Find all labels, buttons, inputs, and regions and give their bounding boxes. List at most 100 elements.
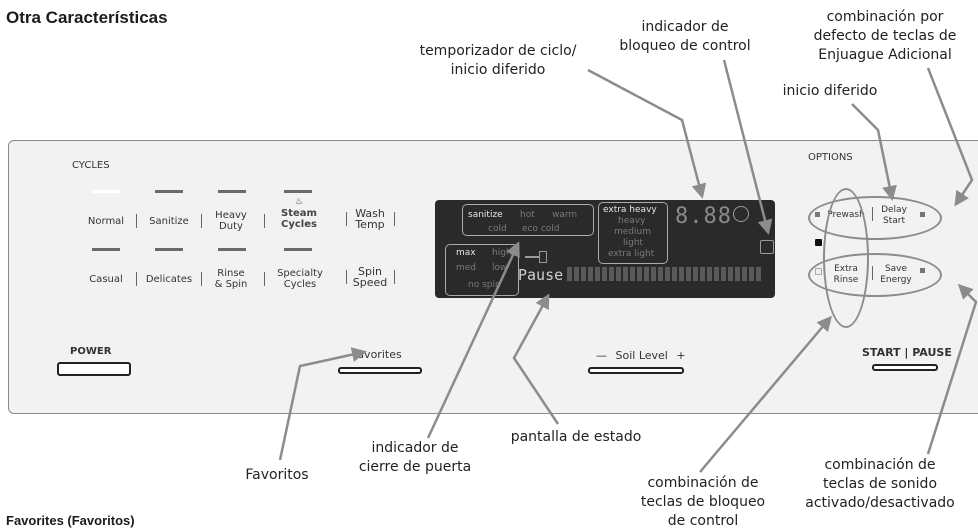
power-button[interactable] [57, 362, 131, 376]
temp-sanitize: sanitize [468, 210, 503, 220]
temp-warm: warm [552, 210, 578, 220]
page-title: Otra Características [6, 8, 168, 27]
temp-group [462, 204, 594, 236]
button-line: Duty [219, 221, 243, 232]
soil-heavy: heavy [618, 216, 646, 226]
soil-medium: medium [614, 227, 651, 237]
cycle-button-steam[interactable]: ♨ Steam Cycles [276, 197, 322, 230]
spin-low: low [492, 263, 508, 273]
soil-level-control: — Soil Level + [596, 350, 686, 361]
steam-icon: ♨ [294, 197, 304, 207]
door-lock-icon-body [539, 251, 547, 263]
callout-line: bloqueo de control [619, 38, 751, 54]
soil-minus: — [596, 349, 607, 362]
door-lock-icon [525, 256, 539, 258]
spin-med: med [456, 263, 477, 273]
spin-max: max [456, 248, 476, 258]
button-line: Cycles [283, 279, 317, 290]
start-pause-button[interactable] [872, 364, 938, 371]
separator [264, 272, 265, 286]
cycle-button-heavy-duty[interactable]: Heavy Duty [208, 210, 254, 232]
callout-line: indicador de [371, 440, 459, 456]
cycle-indicator-normal [92, 190, 120, 193]
oval-highlight-lock-combo [823, 188, 869, 328]
spin-speed-button[interactable]: Spin Speed [350, 266, 390, 288]
button-line: Cycles [281, 219, 317, 230]
callout-delay-start: inicio diferido [782, 83, 878, 99]
button-line: Steam [281, 208, 317, 219]
soil-extra-heavy: extra heavy [603, 205, 657, 215]
callout-cycle-timer: temporizador de ciclo/ inicio diferido [398, 42, 598, 80]
callout-line: defecto de teclas de [813, 28, 957, 44]
soil-level-button[interactable] [588, 367, 684, 374]
separator [346, 270, 347, 284]
callout-line: teclas de sonido [822, 476, 938, 492]
cycle-button-specialty[interactable]: Specialty Cycles [270, 268, 330, 290]
cycle-button-normal[interactable]: Normal [87, 216, 125, 227]
separator [136, 214, 137, 228]
clock-icon [733, 206, 749, 222]
cycle-indicator-sanitize [155, 190, 183, 193]
callout-line: combinación de [647, 475, 759, 491]
time-readout: 8.88 [675, 204, 732, 229]
callout-line: temporizador de ciclo/ [419, 43, 577, 59]
cycle-indicator-casual [92, 248, 120, 251]
soil-plus: + [676, 349, 686, 362]
callout-favorites: Favoritos [245, 467, 309, 483]
separator [264, 214, 265, 228]
callout-line: combinación por [826, 9, 944, 25]
callout-status-display: pantalla de estado [510, 429, 642, 445]
status-text: Pause [518, 266, 564, 284]
status-display-panel [435, 200, 775, 298]
soil-group [598, 202, 668, 264]
callout-line: teclas de bloqueo [640, 494, 766, 510]
callout-control-lock-indicator: indicador de bloqueo de control [610, 18, 760, 56]
separator [201, 214, 202, 228]
button-line: Temp [355, 218, 385, 231]
callout-line: indicador de [641, 19, 729, 35]
callout-line: Enjuague Adicional [818, 47, 952, 63]
start-pause-label: START | PAUSE [862, 346, 952, 359]
button-line: Speed [352, 276, 388, 289]
button-line: Spin [358, 265, 382, 278]
cycle-button-sanitize[interactable]: Sanitize [149, 216, 189, 227]
button-line: Wash [355, 207, 385, 220]
soil-level-label: Soil Level [615, 349, 668, 362]
spin-group [445, 244, 519, 296]
spin-no-spin: no spin [468, 280, 501, 290]
button-line: Specialty [277, 268, 323, 279]
favorites-label: Favorites [352, 348, 402, 361]
callout-line: cierre de puerta [358, 459, 472, 475]
cycle-button-rinse-spin[interactable]: Rinse & Spin [208, 268, 254, 290]
callout-line: combinación de [824, 457, 936, 473]
soil-light: light [623, 238, 643, 248]
oval-highlight-top-options [808, 196, 942, 240]
favorites-button[interactable] [338, 367, 422, 374]
cycle-indicator-delicates [155, 248, 183, 251]
cycle-button-casual[interactable]: Casual [89, 274, 123, 285]
control-lock-icon [760, 240, 774, 254]
button-line: Rinse [217, 268, 245, 279]
separator [346, 212, 347, 226]
options-label: OPTIONS [808, 152, 853, 163]
section-subtitle: Favorites (Favoritos) [6, 513, 135, 528]
cycles-label: CYCLES [72, 160, 110, 171]
soil-extra-light: extra light [608, 249, 655, 259]
callout-line: activado/desactivado [805, 495, 955, 511]
callout-sound-combo: combinación de teclas de sonido activado… [790, 456, 970, 513]
callout-line: inicio diferido [450, 62, 546, 78]
cycle-indicator-specialty [284, 248, 312, 251]
power-label: POWER [70, 346, 112, 357]
cycle-indicator-steam [284, 190, 312, 193]
separator [394, 212, 395, 226]
callout-rinse-default: combinación por defecto de teclas de Enj… [795, 8, 975, 65]
wash-temp-button[interactable]: Wash Temp [350, 208, 390, 230]
separator [201, 272, 202, 286]
status-dot-matrix [567, 267, 763, 281]
cycle-indicator-heavy-duty [218, 190, 246, 193]
oval-highlight-bottom-options [808, 253, 942, 297]
cycle-indicator-rinse-spin [218, 248, 246, 251]
lock-icon [815, 239, 822, 246]
cycle-button-delicates[interactable]: Delicates [145, 274, 193, 285]
